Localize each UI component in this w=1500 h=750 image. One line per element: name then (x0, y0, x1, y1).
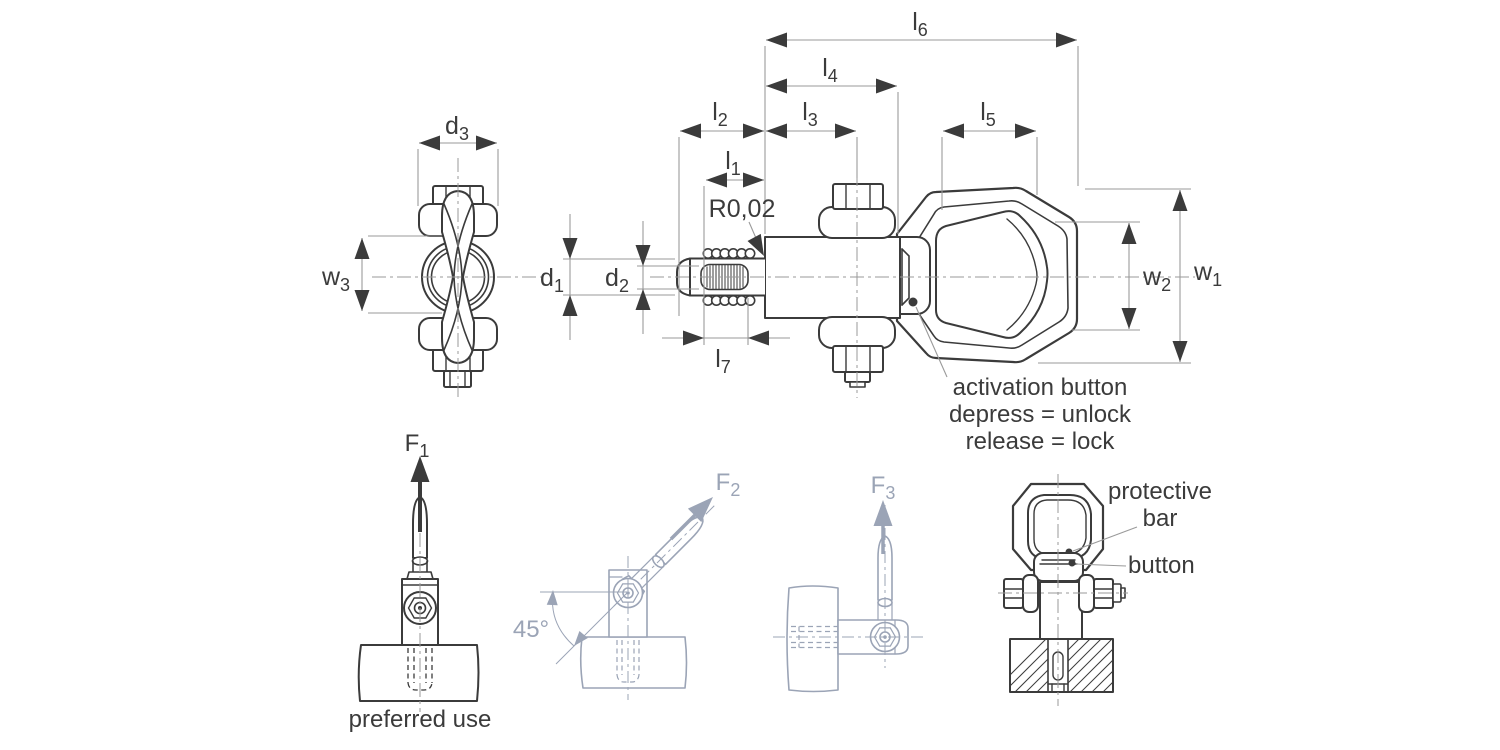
usage-view-f2 (540, 490, 720, 700)
label-l4: l4 (822, 54, 838, 86)
note-preferred-use: preferred use (349, 706, 492, 733)
button-leader (1075, 563, 1127, 567)
note-activation-line2: depress = unlock (949, 401, 1132, 428)
label-w3: w3 (321, 263, 350, 295)
label-l2: l2 (712, 98, 728, 130)
centerlines (372, 158, 1195, 400)
note-activation-line3: release = lock (966, 428, 1116, 455)
note-button: button (1128, 552, 1195, 579)
note-protective: protective (1108, 478, 1212, 505)
label-l3: l3 (802, 98, 818, 130)
side-view-main (676, 183, 1079, 388)
dimension-lines (354, 32, 1191, 567)
hidden-hole-lines-f2 (616, 640, 640, 683)
activation-leader (915, 306, 948, 378)
usage-view-f3 (773, 500, 926, 693)
note-activation-line1: activation button (953, 374, 1128, 401)
label-l5: l5 (980, 98, 996, 130)
protective-bar-leader (1072, 526, 1138, 552)
note-angle-45: 45° (513, 616, 549, 643)
label-force-f2: F2 (716, 469, 741, 500)
label-l7: l7 (715, 345, 731, 377)
angle-45-annotation (540, 589, 629, 665)
knurled-grip (700, 263, 749, 291)
note-protective-bar: bar (1143, 505, 1178, 532)
activation-button-dot (908, 297, 918, 307)
dimension-labels: d3 w3 l6 l4 l2 l3 l5 l1 l7 d1 d2 w2 w1 R… (321, 8, 1222, 377)
label-d2: d2 (605, 264, 629, 296)
label-l6: l6 (912, 8, 928, 40)
label-l1: l1 (725, 147, 741, 179)
label-radius: R0,02 (709, 195, 776, 223)
usage-view-mounted (998, 474, 1128, 706)
label-force-f3: F3 (871, 472, 896, 503)
hidden-hole-lines-f1 (407, 648, 433, 691)
label-w2: w2 (1142, 263, 1171, 295)
usage-view-f1 (357, 456, 480, 712)
label-w1: w1 (1193, 258, 1222, 290)
spring-coils (702, 248, 756, 306)
button-dot (1068, 559, 1076, 567)
annotations: activation button depress = unlock relea… (349, 374, 1212, 733)
label-d1: d1 (540, 264, 564, 296)
label-d3: d3 (445, 112, 469, 144)
label-force-f1: F1 (405, 430, 430, 461)
